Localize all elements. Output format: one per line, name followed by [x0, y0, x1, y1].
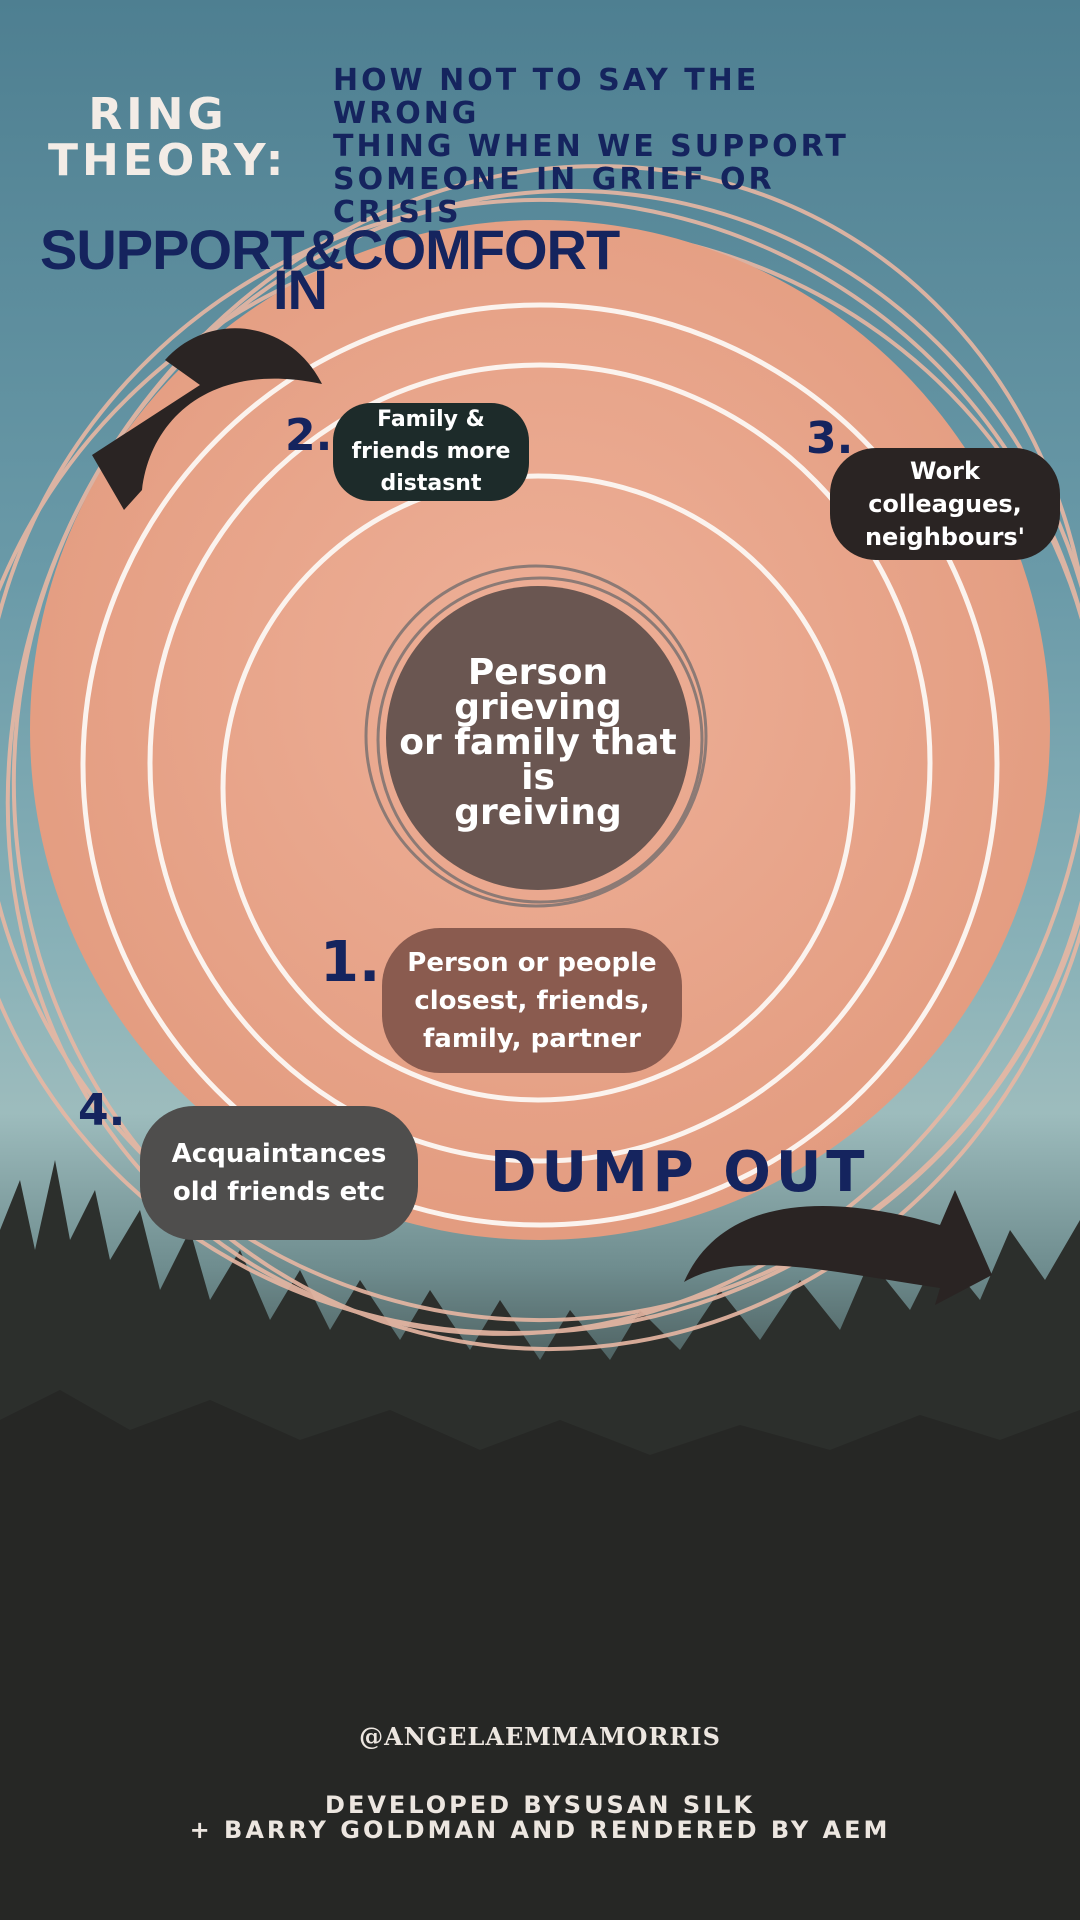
ring-number-1: 1.: [320, 930, 381, 995]
dump-out-label: DUMP OUT: [490, 1140, 870, 1205]
subtitle-line: HOW NOT TO SAY THE WRONG: [333, 63, 760, 131]
center-line: Person: [467, 652, 609, 693]
ring-2-line: Family &: [377, 407, 485, 432]
support-label-line2: IN: [273, 258, 328, 321]
credit-line: DEVELOPED BYSUSAN SILK: [325, 1791, 755, 1819]
author-handle: @ANGELAEMMAMORRIS: [359, 1722, 721, 1751]
subtitle-line: THING WHEN WE SUPPORT: [333, 129, 849, 164]
center-line: or family that is: [399, 722, 677, 798]
ring-1-line: closest, friends,: [414, 985, 650, 1016]
ring-1-line: family, partner: [422, 1023, 641, 1054]
ring-number-2: 2.: [285, 410, 333, 461]
ring-3-line: Work: [910, 456, 980, 485]
ring-2-line: distasnt: [380, 471, 482, 496]
sketch-rings: [0, 164, 1080, 1351]
ring-4-label: Acquaintances old friends etc: [140, 1106, 418, 1240]
subtitle: HOW NOT TO SAY THE WRONG THING WHEN WE S…: [333, 64, 893, 229]
grass-silhouette-dark: [0, 1390, 1080, 1920]
ring-1-label: Person or people closest, friends, famil…: [382, 928, 682, 1073]
support-comfort-in-label: SUPPORT&COMFORT IN: [40, 218, 620, 321]
ring-2-label: Family & friends more distasnt: [333, 403, 529, 501]
ring-4-line: old friends etc: [172, 1177, 386, 1207]
ring-2-line: friends more: [351, 439, 511, 464]
credits: DEVELOPED BYSUSAN SILK + BARRY GOLDMAN A…: [0, 1793, 1080, 1843]
ring-3-line: neighbours': [864, 522, 1026, 551]
arrow-out-icon: [684, 1190, 992, 1305]
support-label-line1: SUPPORT&COMFORT: [40, 218, 620, 281]
center-circle: [386, 586, 690, 890]
ring-1-line: Person or people: [407, 947, 657, 978]
credit-line: + BARRY GOLDMAN AND RENDERED BY AEM: [189, 1816, 891, 1844]
center-label: Person grieving or family that is greivi…: [392, 652, 684, 833]
arrow-in-icon: [92, 328, 322, 510]
ring-3-label: Work colleagues, neighbours': [830, 448, 1060, 560]
subtitle-line: SOMEONE IN GRIEF OR CRISIS: [333, 162, 775, 230]
ring-4-line: Acquaintances: [171, 1139, 387, 1169]
center-line: greiving: [454, 792, 622, 833]
center-line: grieving: [454, 687, 622, 728]
ring-3-line: colleagues,: [868, 489, 1022, 518]
page-title: RING THEORY:: [48, 89, 288, 186]
ring-number-3: 3.: [806, 413, 854, 464]
ring-number-4: 4.: [78, 1085, 126, 1136]
white-rings: [80, 302, 1000, 1228]
